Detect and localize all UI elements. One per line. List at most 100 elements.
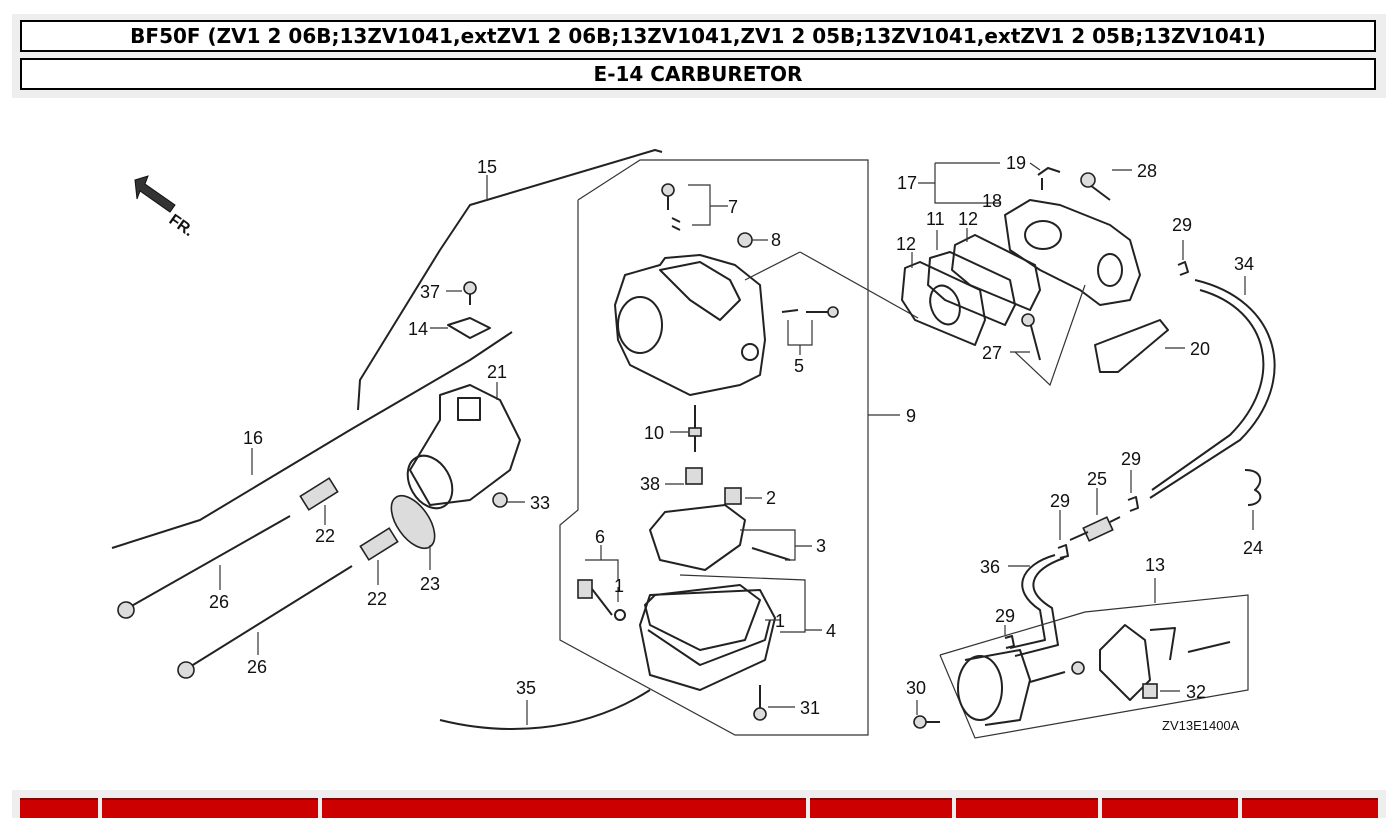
- tube-clip-lower-part: [1004, 635, 1015, 649]
- callout-9: 9: [906, 406, 916, 426]
- flange-bolt-part: [1080, 172, 1111, 201]
- bracket-tab-part: [1149, 627, 1176, 661]
- callout-30: 30: [906, 678, 926, 698]
- callout-32: 32: [1186, 682, 1206, 702]
- callout-29-mid: 29: [1121, 449, 1141, 469]
- fuel-tube-part: [1009, 554, 1056, 649]
- link-rod-part: [357, 149, 663, 411]
- collar-upper-part: [299, 477, 339, 511]
- screw-part: [737, 232, 753, 248]
- callout-38: 38: [640, 474, 660, 494]
- callout-31: 31: [800, 698, 820, 718]
- drain-tube-part: [439, 689, 651, 730]
- callout-8: 8: [771, 230, 781, 250]
- callout-23: 23: [420, 574, 440, 594]
- table-header-cell-4: [810, 798, 952, 818]
- parts-diagram: FR.: [111, 149, 1276, 739]
- gasket-upper-part: [951, 234, 1041, 311]
- cable-bracket-part: [447, 317, 491, 339]
- collar-lower-part: [359, 527, 399, 561]
- manifold-bolt-part: [1021, 313, 1041, 361]
- callout-5: 5: [794, 356, 804, 376]
- callout-34: 34: [1234, 254, 1254, 274]
- model-title: BF50F (ZV1 2 06B;13ZV1041,extZV1 2 06B;1…: [20, 20, 1376, 52]
- chamber-screw-part: [753, 685, 767, 721]
- parts-table-header-strip: [12, 790, 1386, 818]
- insulator-part: [901, 261, 986, 346]
- hose-clamp-part: [1244, 469, 1262, 506]
- callout-12-upper: 12: [958, 209, 978, 229]
- diagram-code: ZV13E1400A: [1162, 718, 1240, 733]
- callout-16: 16: [243, 428, 263, 448]
- table-header-cell-5: [956, 798, 1098, 818]
- callout-14: 14: [408, 319, 428, 339]
- callout-3: 3: [816, 536, 826, 556]
- callout-24: 24: [1243, 538, 1263, 558]
- tube-clip-top-part: [1177, 261, 1189, 276]
- intake-manifold-part: [1004, 199, 1141, 306]
- callout-25: 25: [1087, 469, 1107, 489]
- tube-clip-mid-part: [1127, 496, 1139, 512]
- float-pin-part: [751, 547, 791, 561]
- intake-joint-part: [406, 384, 521, 510]
- callout-29-left: 29: [1050, 491, 1070, 511]
- front-direction-arrow-icon: FR.: [134, 175, 197, 240]
- callout-6: 6: [595, 527, 605, 547]
- callout-35: 35: [516, 678, 536, 698]
- callout-labels: 15 7 8 37 14 5 21 9 16 10 38 2 33 22 6 3…: [209, 153, 1263, 718]
- callout-28: 28: [1137, 161, 1157, 181]
- float-valve-part: [724, 487, 742, 505]
- pump-bracket-part: [1099, 624, 1151, 701]
- pump-nut-part: [1071, 661, 1085, 675]
- callout-29-top: 29: [1172, 215, 1192, 235]
- callout-37: 37: [420, 282, 440, 302]
- callout-13: 13: [1145, 555, 1165, 575]
- callout-4: 4: [826, 621, 836, 641]
- callout-1-gasket: 1: [775, 611, 785, 631]
- fuel-pump-part: [957, 649, 1066, 726]
- callout-15: 15: [477, 157, 497, 177]
- table-header-cell-7: [1242, 798, 1378, 818]
- callout-17: 17: [897, 173, 917, 193]
- section-title: E-14 CARBURETOR: [20, 58, 1376, 90]
- bracket-bolt-part: [1187, 641, 1231, 653]
- vacuum-fitting-part: [1037, 167, 1061, 190]
- stud-bolt-upper-part: [117, 515, 291, 619]
- pump-screw-part: [913, 715, 940, 729]
- float-chamber-part: [639, 584, 776, 691]
- callout-1-drain: 1: [614, 576, 624, 596]
- header-band: BF50F (ZV1 2 06B;13ZV1041,extZV1 2 06B;1…: [12, 14, 1386, 98]
- gasket-part: [927, 251, 1016, 326]
- breather-tube-inner-part: [1151, 289, 1265, 491]
- table-header-cell-3: [322, 798, 806, 818]
- bolt-part: [463, 281, 477, 305]
- callout-22-upper: 22: [315, 526, 335, 546]
- callout-36: 36: [980, 557, 1000, 577]
- direction-label: FR.: [166, 211, 197, 240]
- callout-27: 27: [982, 343, 1002, 363]
- callout-7: 7: [728, 197, 738, 217]
- callout-2: 2: [766, 488, 776, 508]
- throttle-cable-part: [111, 331, 513, 549]
- main-jet-part: [685, 467, 703, 485]
- throttle-stop-screw-part: [781, 306, 839, 318]
- fuel-pump-outline: [939, 594, 1249, 739]
- callout-12-lower: 12: [896, 234, 916, 254]
- table-header-cell-1: [20, 798, 98, 818]
- table-header-cell-6: [1102, 798, 1238, 818]
- callout-10: 10: [644, 423, 664, 443]
- fuel-tube-inner-part: [1014, 557, 1065, 657]
- callout-21: 21: [487, 362, 507, 382]
- carburetor-assembly-outline: [559, 159, 869, 736]
- float-part: [649, 504, 746, 571]
- callout-11: 11: [926, 209, 945, 229]
- fuel-filter-part: [1069, 516, 1121, 542]
- callout-19: 19: [1006, 153, 1026, 173]
- pilot-screw-part: [661, 183, 681, 231]
- callout-18: 18: [982, 191, 1002, 211]
- carburetor-body-part: [614, 254, 766, 396]
- callout-33: 33: [530, 493, 550, 513]
- callout-22-lower: 22: [367, 589, 387, 609]
- bracket-nut-part: [1142, 683, 1158, 699]
- manifold-gasket-part: [1094, 319, 1169, 373]
